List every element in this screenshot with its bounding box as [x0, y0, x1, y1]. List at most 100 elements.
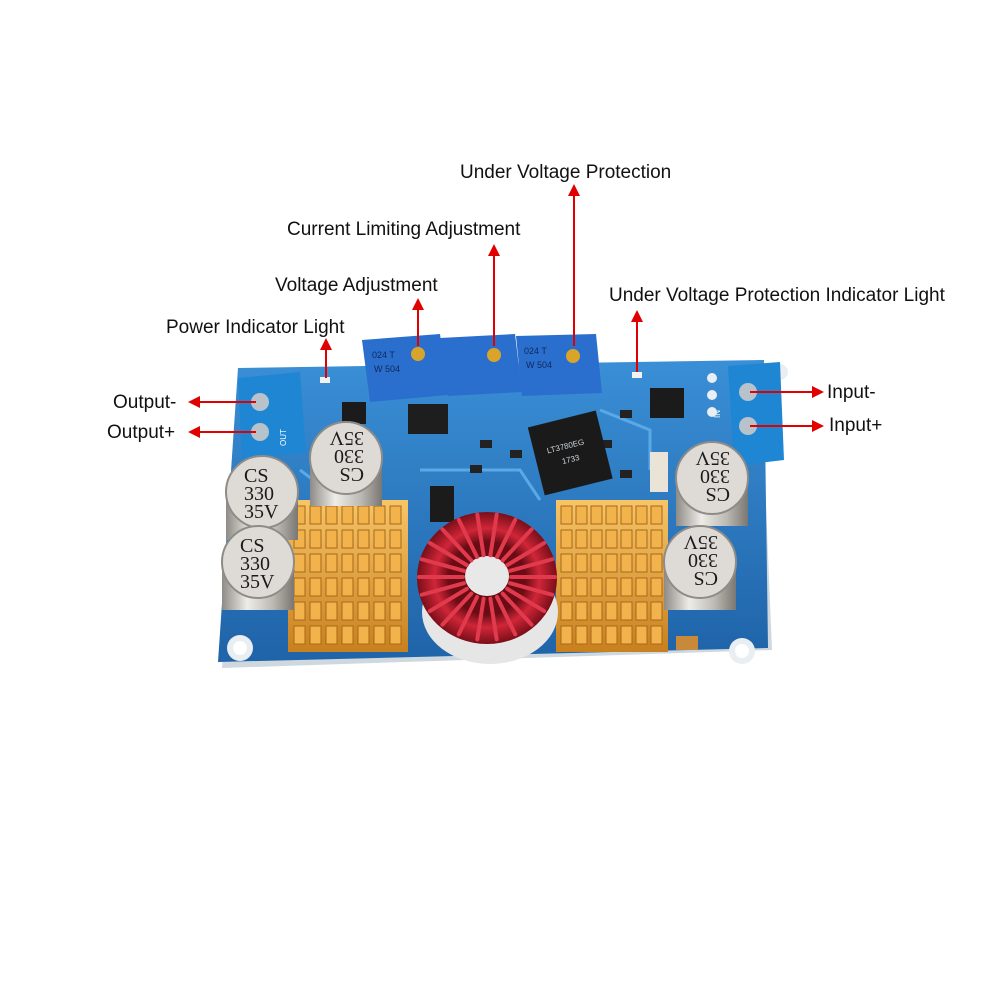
- heatsink-fin: [560, 577, 573, 597]
- heatsink-fin: [635, 553, 648, 573]
- terminal-output-screw-minus: [251, 393, 269, 411]
- heatsink-fin: [650, 505, 663, 525]
- coil-winding: [505, 586, 547, 614]
- label-output-plus: Output+: [107, 422, 175, 443]
- capacitor-top: [675, 441, 749, 515]
- heatsink-fin: [341, 577, 354, 597]
- heatsink-fin: [389, 553, 402, 573]
- heatsink-fin: [341, 601, 354, 621]
- heatsink-fin: [590, 625, 603, 645]
- heatsink-fin: [325, 505, 338, 525]
- heatsink-fin: [635, 505, 648, 525]
- heatsink-fin: [605, 505, 618, 525]
- heatsink-fin: [325, 625, 338, 645]
- coil-winding: [419, 581, 466, 597]
- pot-current: [440, 334, 522, 396]
- heatsink-right: [556, 500, 668, 652]
- heatsink-fin: [560, 505, 573, 525]
- heatsink-fin: [357, 505, 370, 525]
- coil-winding: [456, 595, 480, 637]
- coil-winding: [508, 557, 555, 573]
- potentiometers: 024 T W 504 024 T W 504: [362, 334, 602, 402]
- uvp-indicator-led: [632, 372, 642, 378]
- smd-ic-small: [408, 404, 448, 434]
- heatsink-fin: [650, 625, 663, 645]
- label-under-voltage-protection: Under Voltage Protection: [460, 162, 671, 183]
- heatsink-fin: [309, 601, 322, 621]
- label-current-limiting-adjustment: Current Limiting Adjustment: [287, 219, 521, 240]
- capacitor-marking-text: 330: [240, 553, 270, 575]
- heatsink-fin: [389, 529, 402, 549]
- smd-part: [510, 450, 522, 458]
- arrow-output-plus-head: [188, 426, 200, 438]
- arrow-uvp-head: [568, 184, 580, 196]
- silk-in: IN: [713, 410, 722, 418]
- pot-uvp-line1: 024 T: [524, 346, 547, 356]
- label-input-plus: Input+: [829, 415, 882, 436]
- heatsink-fin: [620, 529, 633, 549]
- arrow-output-minus-head: [188, 396, 200, 408]
- pot-voltage-screw: [411, 347, 425, 361]
- heatsink-fin: [575, 529, 588, 549]
- pot-voltage-body: [362, 334, 448, 402]
- terminal-input-screw-plus: [739, 417, 757, 435]
- capacitor-marking-text: 35V: [683, 531, 718, 553]
- heatsink-fin: [650, 577, 663, 597]
- heatsink-fin: [560, 601, 573, 621]
- heatsink-fin: [575, 553, 588, 573]
- smd-transistor: [342, 402, 366, 424]
- heatsink-fin: [341, 529, 354, 549]
- arrow-voltage-head: [412, 298, 424, 310]
- heatsink-fin: [575, 601, 588, 621]
- heatsink-fin: [389, 601, 402, 621]
- pad: [707, 373, 717, 383]
- mount-hole-bottom-left-center: [233, 641, 247, 655]
- coil-winding: [475, 512, 486, 558]
- heatsink-fin: [635, 529, 648, 549]
- pot-uvp: 024 T W 504: [516, 334, 602, 396]
- heatsink-fin: [309, 625, 322, 645]
- capacitor-marking-text: 35V: [244, 501, 279, 523]
- smd-mosfet: [650, 388, 684, 418]
- controller-chip: LT3780EG 1733: [527, 410, 613, 496]
- coil-winding: [505, 540, 547, 568]
- heatsink-fin: [373, 625, 386, 645]
- capacitor-marking-text: CS: [244, 465, 268, 487]
- coil-winding: [427, 586, 469, 614]
- inductor-windings: [417, 512, 557, 642]
- annotation-arrows: [188, 184, 824, 438]
- terminal-output-screw-plus: [251, 423, 269, 441]
- heatsink-fin: [309, 505, 322, 525]
- heatsink-left: [288, 500, 408, 652]
- smd-resistor-shunt: [430, 486, 454, 522]
- terminal-input-screw-minus: [739, 383, 757, 401]
- capacitor-marking-text: 35V: [695, 447, 730, 469]
- heatsink-fin: [605, 577, 618, 597]
- capacitor-marking-text: 330: [334, 445, 364, 467]
- heatsink-fin: [620, 601, 633, 621]
- annotation-labels: Under Voltage Protection Current Limitin…: [107, 162, 946, 443]
- heatsink-fin: [309, 553, 322, 573]
- smd-part: [470, 465, 482, 473]
- smd-part: [620, 410, 632, 418]
- power-indicator-led: [320, 377, 330, 383]
- capacitor-marking-text: 35V: [240, 571, 275, 593]
- arrow-uvp-led-head: [631, 310, 643, 322]
- heatsink-fin: [373, 553, 386, 573]
- smd-capacitor-tantalum: [676, 636, 698, 650]
- heatsink-fin: [590, 529, 603, 549]
- heatsink-fin: [293, 577, 306, 597]
- heatsink-fin: [373, 529, 386, 549]
- heatsink-fin: [635, 577, 648, 597]
- capacitor-marking-text: 330: [244, 483, 274, 505]
- label-input-minus: Input-: [827, 382, 876, 403]
- heatsink-fin: [560, 625, 573, 645]
- pot-uvp-body: [516, 334, 602, 396]
- label-uvp-indicator-light: Under Voltage Protection Indicator Light: [609, 285, 946, 306]
- terminal-input: IN: [707, 362, 784, 466]
